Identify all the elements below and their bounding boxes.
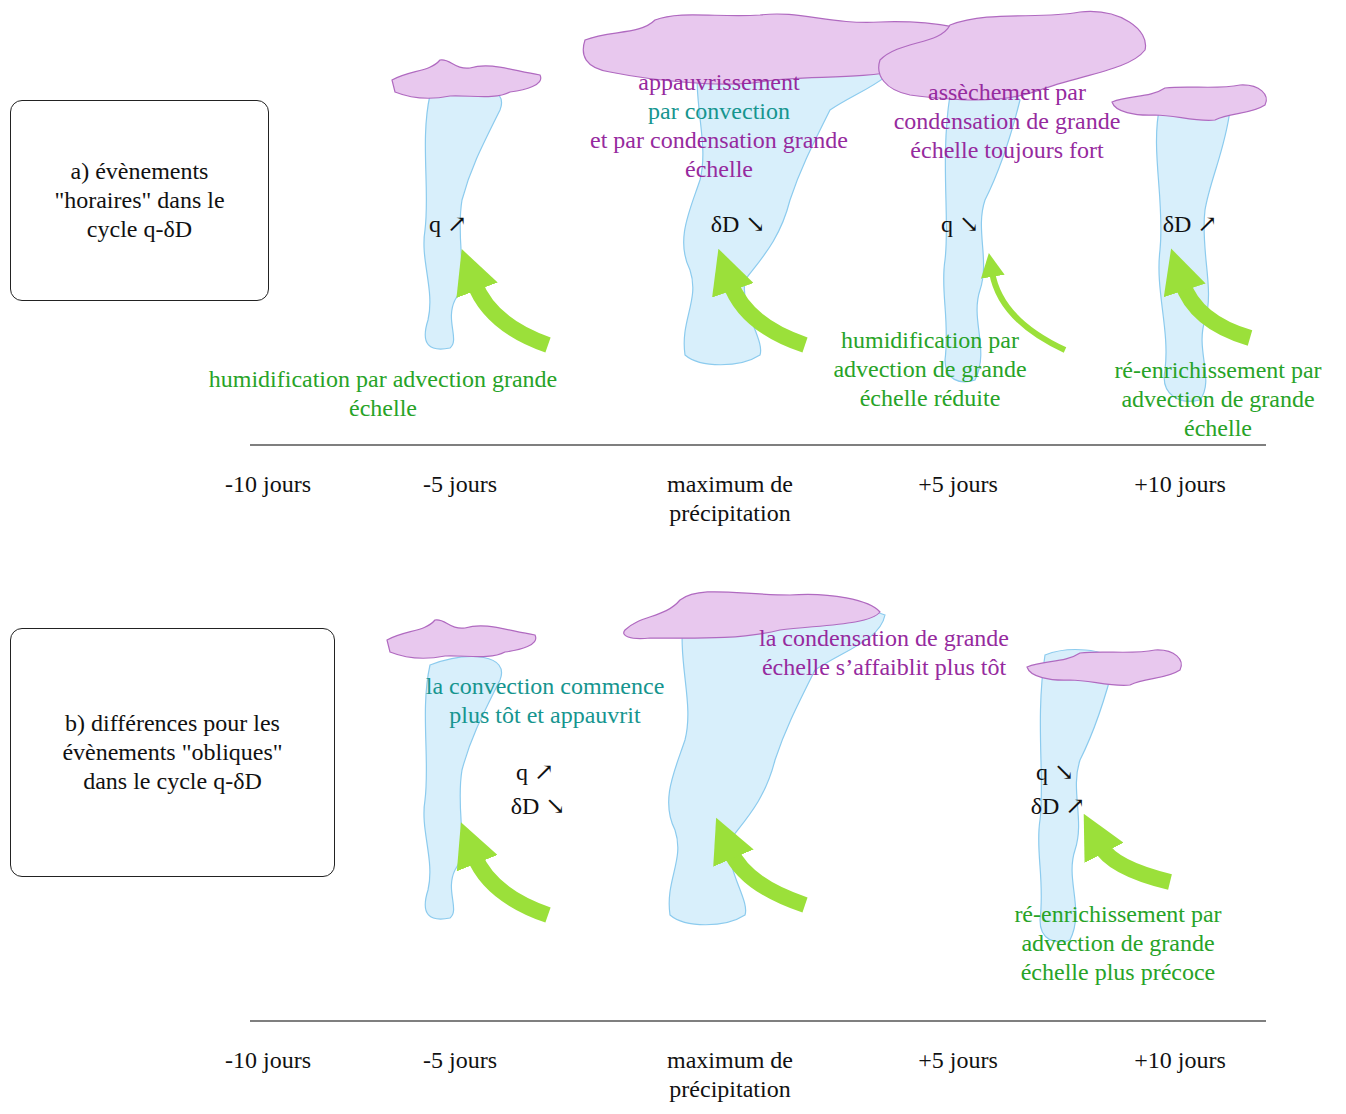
time-label: -5 jours — [423, 470, 497, 499]
time-label: maximum de précipitation — [630, 1046, 830, 1104]
time-label: +10 jours — [1134, 1046, 1226, 1075]
process-note: par convection — [589, 97, 849, 126]
time-label: -5 jours — [423, 1046, 497, 1075]
trend-marker: δD ↘ — [711, 210, 766, 239]
trend-marker: q ↗ — [516, 758, 554, 787]
time-label: +5 jours — [918, 470, 998, 499]
process-note: assèchement par condensation de grande é… — [892, 78, 1122, 165]
time-label: +5 jours — [918, 1046, 998, 1075]
trend-marker: q ↗ — [429, 210, 467, 239]
trend-marker: δD ↗ — [1163, 210, 1218, 239]
cloud-tops — [387, 12, 1266, 686]
process-note: ré-enrichissement par advection de grand… — [1104, 356, 1332, 443]
time-label: +10 jours — [1134, 470, 1226, 499]
trend-marker: q ↘ — [1036, 758, 1074, 787]
trend-marker: q ↘ — [941, 210, 979, 239]
process-note: la condensation de grande échelle s’affa… — [754, 624, 1014, 682]
air-columns — [424, 38, 1230, 942]
trend-marker: δD ↗ — [1031, 792, 1086, 821]
process-note: la convection commence plus tôt et appau… — [420, 672, 670, 730]
process-note: et par condensation grande échelle — [587, 126, 852, 184]
process-note: humidification par advection de grande é… — [815, 326, 1045, 413]
process-note: ré-enrichissement par advection de grand… — [998, 900, 1238, 987]
process-note: appauvrissement — [589, 68, 849, 97]
process-note: humidification par advection grande éche… — [193, 365, 573, 423]
time-label: -10 jours — [225, 1046, 311, 1075]
panel-title: a) évènements "horaires" dans le cycle q… — [40, 157, 239, 244]
time-label: -10 jours — [225, 470, 311, 499]
panel-title-box: a) évènements "horaires" dans le cycle q… — [10, 100, 269, 301]
time-label: maximum de précipitation — [630, 470, 830, 528]
panel-title-box: b) différences pour les évènements "obli… — [10, 628, 335, 877]
trend-marker: δD ↘ — [511, 792, 566, 821]
panel-title: b) différences pour les évènements "obli… — [40, 709, 305, 796]
time-axis — [250, 445, 1266, 1021]
